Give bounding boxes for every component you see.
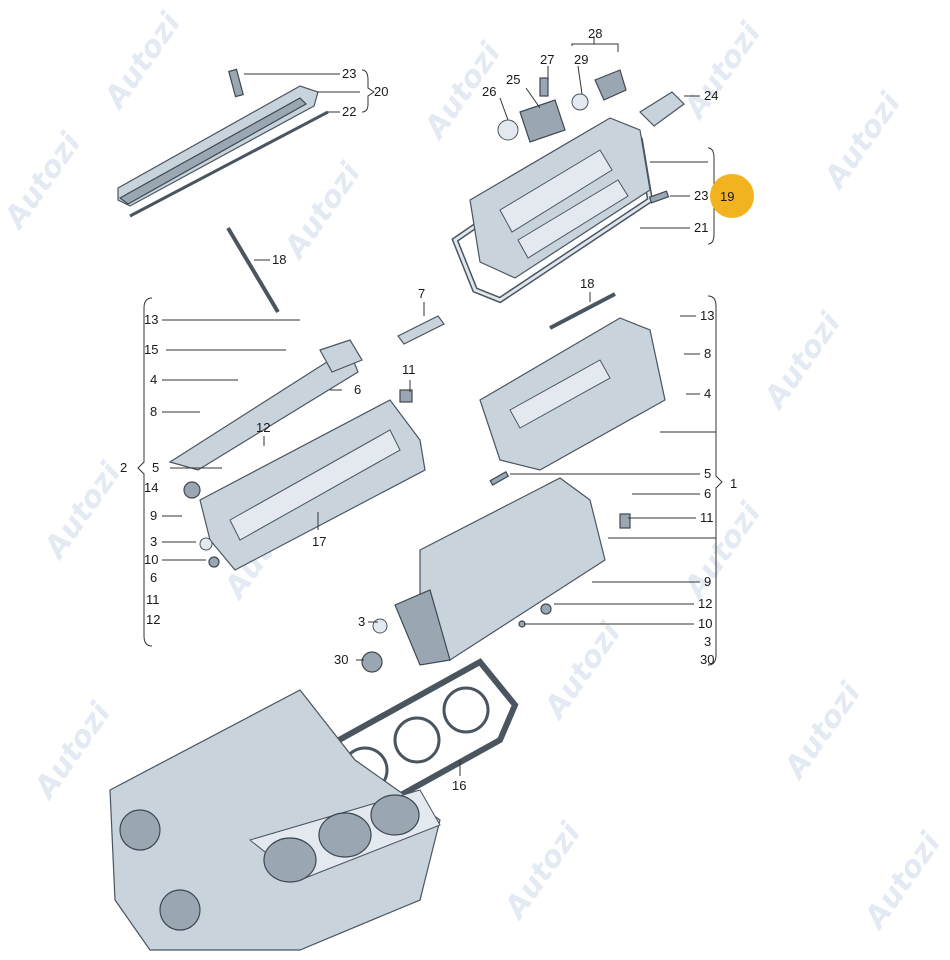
callout-23: 23	[694, 188, 708, 203]
watermark-text: Autozi	[97, 6, 189, 116]
callout-2: 2	[120, 460, 127, 475]
watermark-text: Autozi	[537, 616, 629, 726]
long-bolt	[226, 226, 280, 314]
callout-6: 6	[150, 570, 157, 585]
plate	[639, 91, 685, 127]
o-ring	[571, 93, 589, 111]
highlight-marker	[710, 174, 754, 218]
callout-15: 15	[144, 342, 158, 357]
seal-strip	[129, 110, 329, 218]
callout-7: 7	[418, 286, 425, 301]
cylinder-head	[419, 477, 606, 661]
callout-1: 1	[730, 476, 737, 491]
callout-19: 19	[720, 189, 734, 204]
callout-5: 5	[152, 460, 159, 475]
cover-strip-assembly	[117, 68, 329, 218]
callout-10: 10	[698, 616, 712, 631]
long-bolt	[549, 292, 616, 330]
watermark-text: Autozi	[677, 496, 769, 606]
callout-labels: 23 20 22 28 27 29 26 25 24 23 19 21 18 7…	[120, 26, 737, 793]
callout-18: 18	[272, 252, 286, 267]
seal	[372, 618, 388, 634]
bolt	[228, 68, 244, 98]
callout-9: 9	[150, 508, 157, 523]
callout-28: 28	[588, 26, 602, 41]
callout-12: 12	[256, 420, 270, 435]
plug	[540, 603, 552, 615]
callout-13: 13	[700, 308, 714, 323]
watermark-text: Autozi	[0, 126, 88, 236]
callout-30: 30	[700, 652, 714, 667]
callout-3: 3	[150, 534, 157, 549]
watermark-text: Autozi	[497, 816, 589, 926]
head-cover-window	[517, 179, 629, 259]
callout-18: 18	[580, 276, 594, 291]
head-cover-assembly	[451, 69, 685, 304]
callout-9: 9	[704, 574, 711, 589]
callout-3: 3	[358, 614, 365, 629]
callout-21: 21	[694, 220, 708, 235]
callout-3: 3	[704, 634, 711, 649]
head-cover-window	[499, 149, 613, 233]
cylinder-head-side	[394, 589, 451, 666]
camshaft-housing-top	[229, 429, 401, 541]
dowel	[397, 315, 445, 345]
callout-6: 6	[354, 382, 361, 397]
seal-ring	[361, 651, 383, 673]
callout-11: 11	[700, 510, 714, 525]
callout-6: 6	[704, 486, 711, 501]
watermark-text: Autozi	[37, 456, 129, 566]
callout-29: 29	[574, 52, 588, 67]
seal-ring	[497, 119, 519, 141]
callout-30: 30	[334, 652, 348, 667]
seal	[199, 537, 213, 551]
callout-5: 5	[704, 466, 711, 481]
cover-strip-edge	[118, 97, 307, 205]
plug	[208, 556, 220, 568]
callout-27: 27	[540, 52, 554, 67]
callout-12: 12	[698, 596, 712, 611]
pulley	[183, 481, 201, 499]
callout-23: 23	[342, 66, 356, 81]
watermark-text: Autozi	[857, 826, 949, 936]
bracket	[319, 339, 363, 373]
engine-block	[109, 689, 441, 951]
callout-8: 8	[704, 346, 711, 361]
callout-8: 8	[150, 404, 157, 419]
callout-20: 20	[374, 84, 388, 99]
bolt	[619, 513, 631, 529]
watermark-text: Autozi	[277, 156, 369, 266]
bolt	[648, 190, 670, 204]
right-head-assembly	[361, 317, 666, 673]
valve-frame-inner	[509, 359, 611, 429]
callout-11: 11	[402, 362, 416, 377]
watermark-text: Autozi	[817, 86, 909, 196]
callout-11: 11	[146, 592, 160, 607]
watermark-text: Autozi	[27, 696, 119, 806]
cap	[594, 69, 627, 101]
watermark-text: Autozi	[777, 676, 869, 786]
callout-10: 10	[144, 552, 158, 567]
callout-26: 26	[482, 84, 496, 99]
callout-13: 13	[144, 312, 158, 327]
callout-4: 4	[150, 372, 157, 387]
breather-elbow	[519, 99, 566, 143]
callout-4: 4	[704, 386, 711, 401]
stud	[489, 470, 510, 486]
callout-16: 16	[452, 778, 466, 793]
watermark-text: Autozi	[757, 306, 849, 416]
bolt	[539, 77, 549, 97]
left-head-assembly	[168, 339, 426, 571]
callout-12: 12	[146, 612, 160, 627]
callout-17: 17	[312, 534, 326, 549]
callout-14: 14	[144, 480, 158, 495]
callout-24: 24	[704, 88, 718, 103]
callout-22: 22	[342, 104, 356, 119]
bolt	[399, 389, 413, 403]
callout-25: 25	[506, 72, 520, 87]
watermark-text: Autozi	[677, 16, 769, 126]
leader-lines	[137, 36, 723, 776]
